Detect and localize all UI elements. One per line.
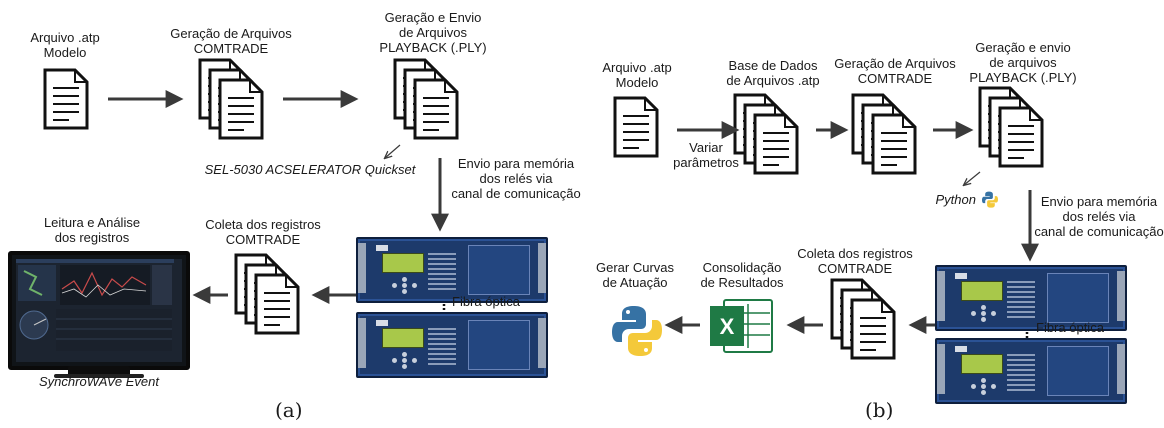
stack-playback-b (980, 88, 1042, 166)
svg-text:X: X (720, 314, 735, 339)
relay-icon (356, 237, 548, 303)
stack-base-dados-b (735, 95, 797, 173)
relay-icon (935, 338, 1127, 404)
relay-icon (935, 265, 1127, 331)
monitor-stand (68, 366, 130, 376)
arrow-python-b (964, 171, 981, 185)
stack-coleta-a (236, 255, 298, 333)
excel-icon: X (710, 299, 773, 353)
doc-atp-modelo-b (613, 96, 659, 158)
python-icon (612, 306, 662, 356)
stack-playback-a (395, 60, 457, 138)
monitor-icon (8, 251, 190, 370)
label-synchrowave-a: SynchroWAVe Event (39, 374, 159, 389)
python-small-icon (982, 191, 998, 208)
stack-comtrade-a (200, 60, 262, 138)
doc-atp-modelo-a (43, 68, 89, 130)
relay-icon (356, 312, 548, 378)
caption-b: (b) (865, 398, 894, 422)
monitor-base (54, 374, 144, 378)
stack-comtrade-b (853, 95, 915, 173)
caption-a: (a) (275, 398, 303, 422)
label-fibra-b: Fibra óptica (1036, 320, 1104, 335)
label-python-b: Python (935, 192, 976, 207)
arrow-quickset-a (385, 144, 401, 158)
label-quickset-a: SEL-5030 ACSELERATOR Quickset (204, 162, 416, 177)
stack-coleta-b (832, 280, 894, 358)
label-fibra-a: Fibra óptica (452, 294, 520, 309)
